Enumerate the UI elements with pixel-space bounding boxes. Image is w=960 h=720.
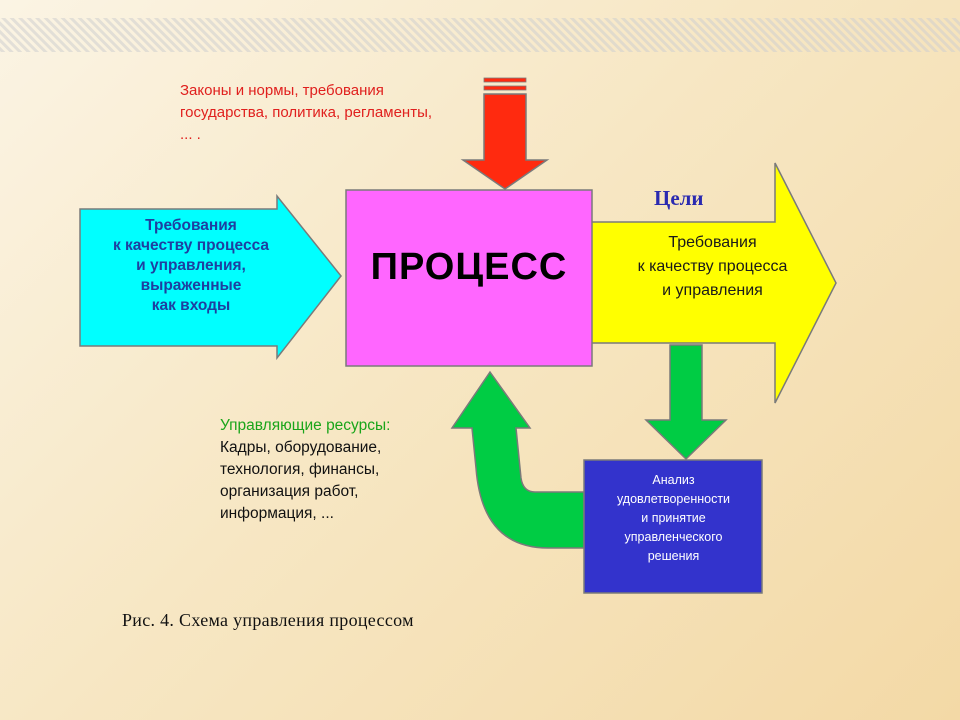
analysis-text: Анализ удовлетворенности и принятие упра…: [585, 471, 762, 566]
output-line: Требования: [668, 234, 757, 251]
resources-line: организация работ,: [220, 483, 359, 500]
laws-line: государства, политика, регламенты,: [180, 104, 433, 121]
analysis-line: Анализ: [652, 473, 695, 487]
figure-caption: Рис. 4. Схема управления процессом: [122, 610, 414, 630]
input-line: Требования: [145, 217, 237, 234]
input-line: и управления,: [136, 257, 246, 274]
decorative-stripes: [0, 18, 960, 52]
analysis-line: решения: [647, 549, 700, 563]
input-arrow: [79, 193, 342, 361]
output-line: к качеству процесса: [637, 258, 788, 275]
input-arrow-text: Требования к качеству процесса и управле…: [86, 216, 296, 316]
laws-text: Законы и нормы, требования государства, …: [180, 80, 480, 146]
goals-label: Цели: [654, 186, 704, 210]
down-arrow: [644, 344, 728, 461]
analysis-box: [583, 459, 763, 594]
resources-line: технология, финансы,: [220, 461, 380, 478]
process-box: [345, 189, 593, 367]
analysis-line: управленческого: [624, 530, 723, 544]
output-arrow: [587, 162, 837, 404]
input-line: выраженные: [140, 277, 242, 294]
laws-line: Законы и нормы, требования: [180, 82, 384, 99]
resources-line: информация, ...: [220, 505, 334, 522]
top-arrow: [460, 77, 550, 190]
output-line: и управления: [662, 282, 763, 299]
input-line: к качеству процесса: [112, 237, 270, 254]
input-line: как входы: [151, 297, 231, 314]
process-label: ПРОЦЕСС: [370, 246, 568, 288]
output-arrow-text: Требования к качеству процесса и управле…: [600, 231, 825, 303]
resources-title: Управляющие ресурсы:: [220, 417, 391, 434]
analysis-line: и принятие: [641, 511, 706, 525]
feedback-arrow: [450, 370, 585, 549]
analysis-line: удовлетворенности: [616, 492, 731, 506]
laws-line: ... .: [180, 126, 201, 143]
resources-text: Управляющие ресурсы: Кадры, оборудование…: [220, 415, 440, 525]
resources-line: Кадры, оборудование,: [220, 439, 382, 456]
